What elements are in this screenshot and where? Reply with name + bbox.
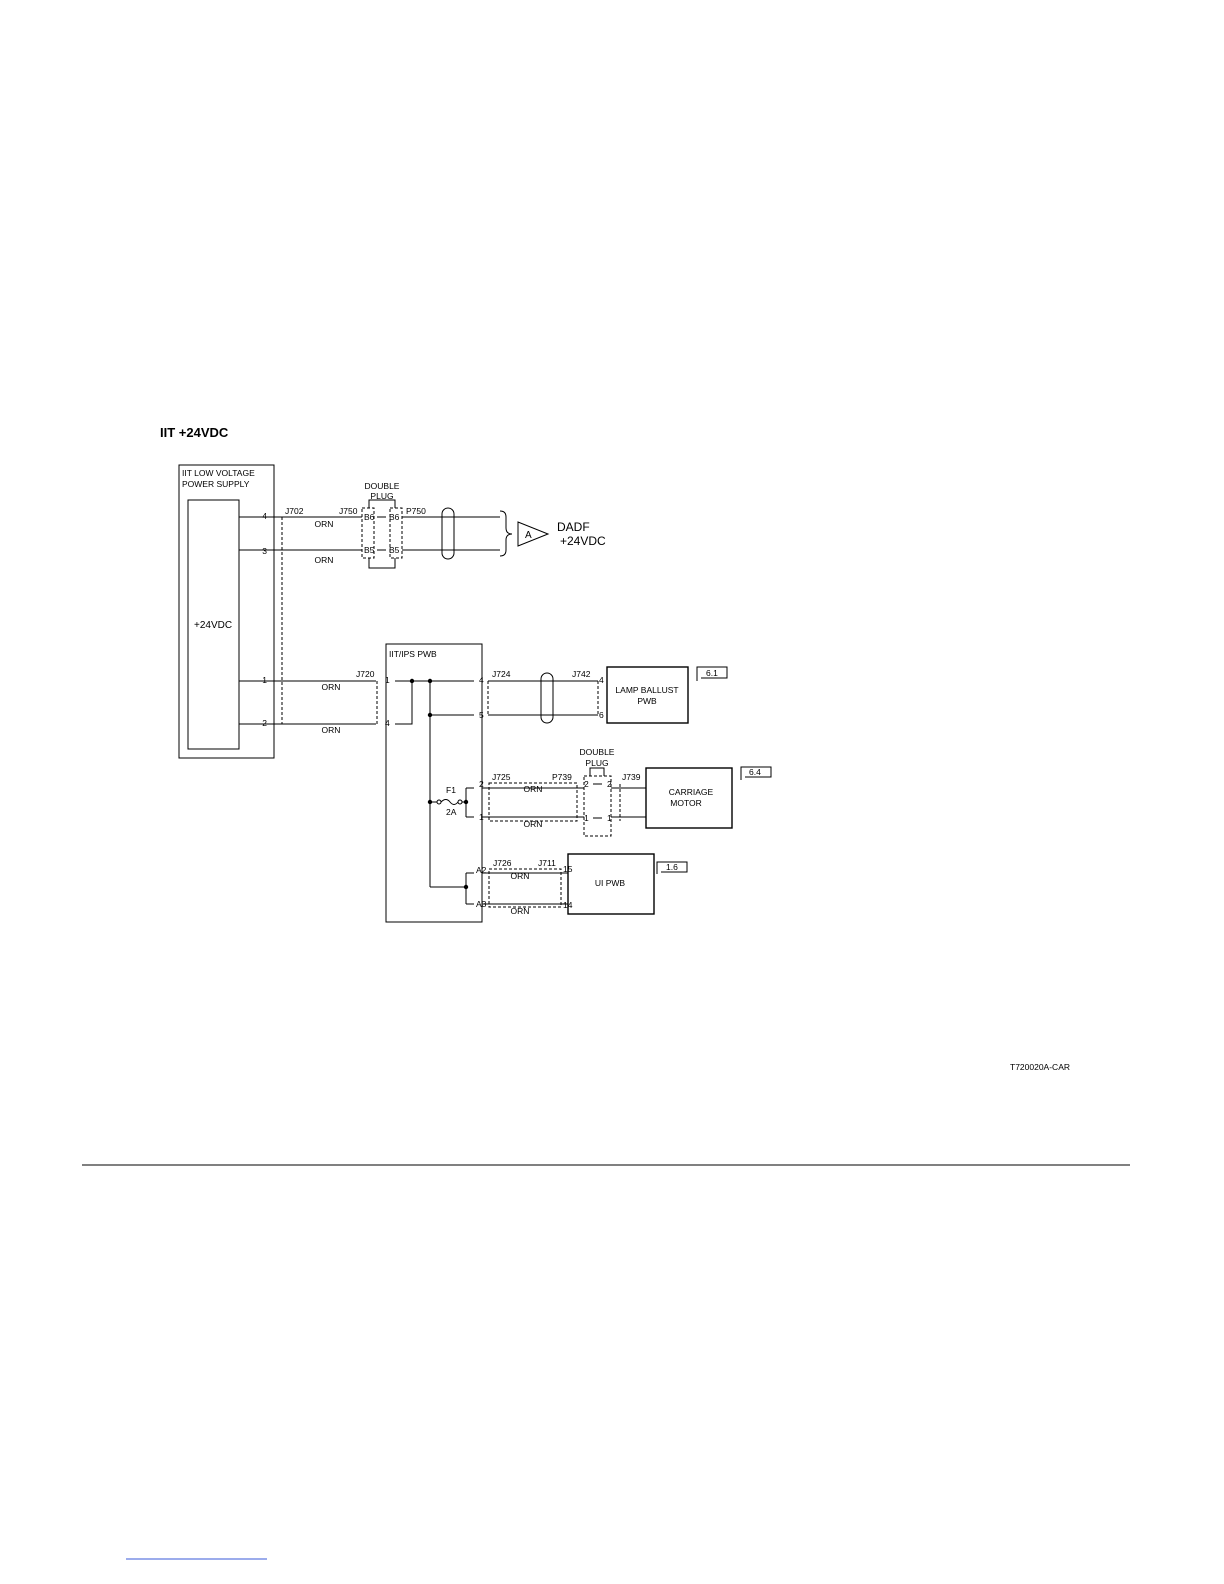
carriage-motor-box (645, 767, 733, 829)
j725-p739-connector (488, 782, 578, 822)
lamp-ballast-pwb-box (606, 666, 689, 724)
lamp-ballast-label-line1: LAMP BALLUST (615, 685, 678, 695)
p750-connector (389, 507, 403, 559)
ui-pwb-label: UI PWB (595, 878, 626, 888)
power-supply: IIT LOW VOLTAGE POWER SUPPLY +24VDC 4 3 … (178, 464, 275, 759)
wire-color-label: ORN (511, 871, 530, 881)
lamp-ballast-ref: 6.1 (706, 668, 718, 678)
wire-color-label: ORN (322, 725, 341, 735)
ps-pin-2: 2 (262, 718, 267, 728)
dp2-right-pin-2: 2 (607, 779, 612, 789)
ui-pwb-branch: J726 J711 ORN ORN 15 14 UI PWB 1.6 (482, 853, 688, 916)
carriage-motor-branch: J725 P739 ORN ORN DOUBLE PLUG 2 1 2 1 J7… (482, 747, 772, 837)
double-plug-2-connector (583, 775, 612, 837)
ui-pwb-box (567, 853, 655, 915)
pwb-out-pin-5: 5 (479, 710, 484, 720)
dp2-left-pin-2: 2 (584, 779, 589, 789)
wire-color-label: ORN (524, 819, 543, 829)
double-plug-2-label-line1: DOUBLE (580, 747, 615, 757)
dadf-label-line2: +24VDC (560, 534, 606, 548)
power-supply-label-line1: IIT LOW VOLTAGE (182, 468, 255, 478)
dadf-marker-label: A (525, 530, 532, 541)
carriage-motor-label-line2: MOTOR (670, 798, 701, 808)
wire-color-label: ORN (315, 519, 334, 529)
double-plug-1-label-line1: DOUBLE (365, 481, 400, 491)
double-plug-1-label-line2: PLUG (370, 491, 393, 501)
twisted-pair-marker (540, 672, 554, 724)
ps-pin-1: 1 (262, 675, 267, 685)
pwb-out-pin-1: 1 (479, 812, 484, 822)
dadf-branch: ORN ORN J750 DOUBLE PLUG B6 B5 B6 B5 P75… (274, 481, 606, 569)
power-supply-label-line2: POWER SUPPLY (182, 479, 250, 489)
reference-tag (696, 666, 728, 681)
dp1-right-pin-b6: B6 (389, 512, 400, 522)
j720-label: J720 (356, 669, 375, 679)
ps-pin-4: 4 (262, 511, 267, 521)
fuse-rating: 2A (446, 807, 457, 817)
power-supply-inner-box (187, 499, 240, 750)
pwb-out-pin-a3: A3 (476, 899, 487, 909)
wire-color-label: ORN (511, 906, 530, 916)
carriage-motor-ref: 6.4 (749, 767, 761, 777)
pwb-out-pin-2: 2 (479, 779, 484, 789)
fuse-symbol (440, 799, 459, 805)
twisted-pair-marker (441, 507, 455, 560)
dp1-right-pin-b5: B5 (389, 545, 400, 555)
dp1-left-pin-b5: B5 (364, 545, 375, 555)
pwb-out-pin-a2: A2 (476, 865, 487, 875)
dadf-marker-triangle (517, 521, 550, 547)
lamp-ballast-pin-6: 6 (599, 710, 604, 720)
fuse-name: F1 (446, 785, 456, 795)
figure-id: T720020A-CAR (1010, 1062, 1070, 1072)
j726-j711-connector (488, 868, 562, 908)
p750-label: P750 (406, 506, 426, 516)
wire-color-label: ORN (322, 682, 341, 692)
iit-ips-pwb-box (385, 643, 483, 923)
j711-label: J711 (538, 858, 556, 868)
wire-color-label: ORN (315, 555, 334, 565)
power-supply-outer-box (178, 464, 275, 759)
ps-pin-3: 3 (262, 546, 267, 556)
iit-ips-pwb: IIT/IPS PWB 1 4 F1 2A 4 5 2 1 A2 (385, 643, 487, 923)
carriage-motor-label-line1: CARRIAGE (669, 787, 714, 797)
pwb-in-pin-4: 4 (385, 718, 390, 728)
dp2-right-pin-1: 1 (607, 813, 612, 823)
diagram-title: IIT +24VDC (160, 425, 229, 440)
lamp-ballast-branch: J724 J742 4 6 LAMP BALLUST PWB 6.1 (487, 666, 728, 724)
lamp-ballast-pin-4: 4 (599, 675, 604, 685)
reference-tag (656, 861, 688, 874)
p739-label: P739 (552, 772, 572, 782)
j750-label: J750 (339, 506, 358, 516)
dadf-brace (499, 510, 513, 557)
j726-label: J726 (493, 858, 512, 868)
j724-label: J724 (492, 669, 511, 679)
dp1-left-pin-b6: B6 (364, 512, 375, 522)
reference-tag (740, 766, 772, 780)
j742-label: J742 (572, 669, 591, 679)
j702-label: J702 (285, 506, 304, 516)
pwb-in-pin-1: 1 (385, 675, 390, 685)
dp2-left-pin-1: 1 (584, 813, 589, 823)
iit-ips-pwb-label: IIT/IPS PWB (389, 649, 437, 659)
j725-label: J725 (492, 772, 511, 782)
power-supply-voltage-label: +24VDC (194, 620, 232, 631)
lamp-ballast-label-line2: PWB (637, 696, 657, 706)
pwb-out-pin-4: 4 (479, 675, 484, 685)
double-plug-2-label-line2: PLUG (585, 758, 608, 768)
j739-label: J739 (622, 772, 641, 782)
dadf-label-line1: DADF (557, 520, 590, 534)
wire-color-label: ORN (524, 784, 543, 794)
j750-connector (361, 507, 375, 559)
ui-pwb-ref: 1.6 (666, 862, 678, 872)
